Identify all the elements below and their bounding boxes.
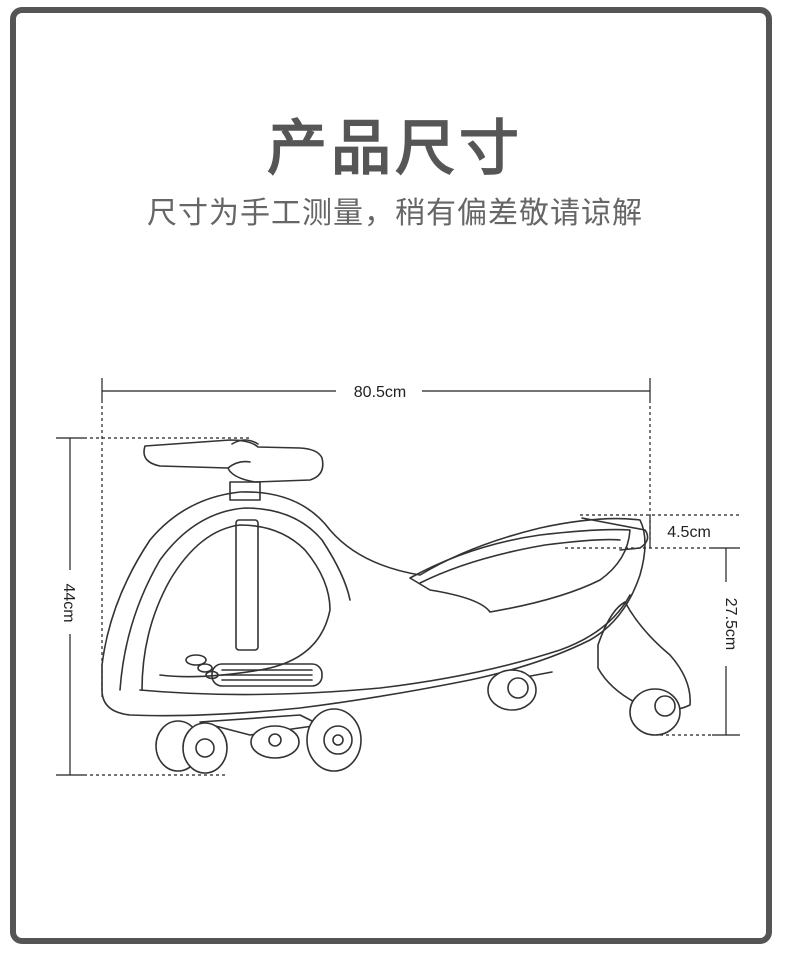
rear-left-wheel [487, 669, 537, 711]
front-right-wheel [306, 708, 362, 772]
wheels [155, 669, 681, 774]
steering-wheel [143, 439, 324, 483]
steering-column [235, 519, 259, 651]
page-title: 产品尺寸 [267, 114, 523, 184]
floor-pad [211, 663, 323, 687]
swing-car-body [101, 439, 691, 736]
seat-height-label: 27.5cm [722, 598, 739, 650]
rear-lip-label: 4.5cm [667, 524, 711, 541]
dimension-lines [56, 378, 740, 776]
page-subtitle: 尺寸为手工测量，稍有偏差敬请谅解 [147, 196, 643, 231]
length-label: 80.5cm [354, 384, 406, 401]
seat [409, 528, 631, 613]
body-outline [101, 491, 646, 717]
rear-fin-wheel [629, 688, 681, 736]
height-label: 44cm [60, 583, 77, 622]
page-frame [10, 7, 772, 944]
front-left-wheel [155, 720, 228, 774]
front-center-wheel [250, 725, 300, 759]
rear-fin [597, 601, 691, 711]
